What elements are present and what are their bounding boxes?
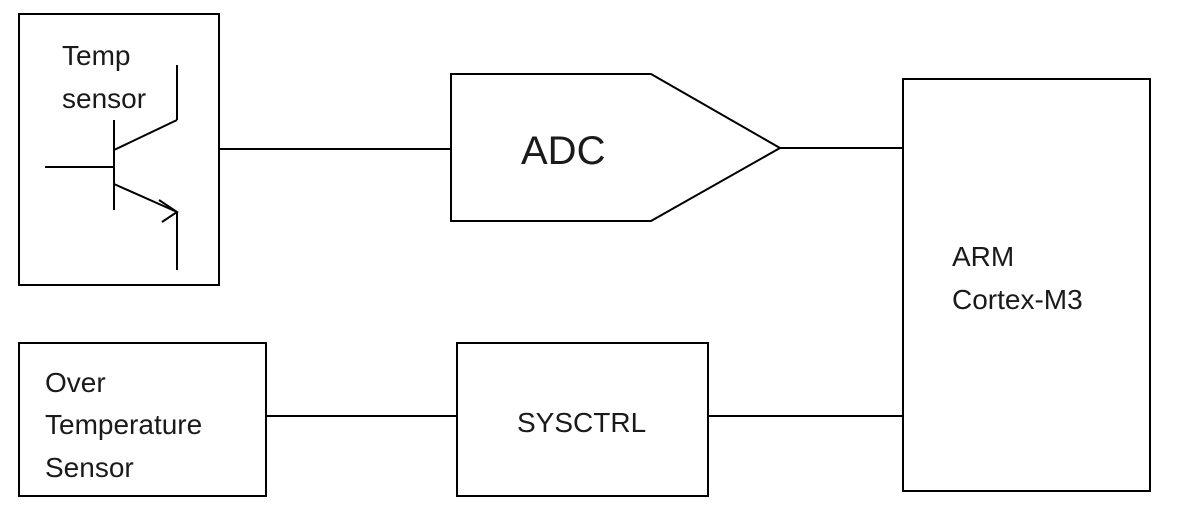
arm-cortex-box [902, 78, 1151, 492]
sysctrl-label: SYSCTRL [517, 407, 646, 438]
adc-label: ADC [521, 129, 605, 173]
over-temperature-sensor-block: Over Temperature Sensor [18, 342, 267, 497]
over-temperature-sensor-box [18, 342, 267, 497]
sysctrl-box [456, 342, 709, 497]
adc-block: ADC [450, 73, 783, 222]
over-temperature-sensor-label-line1: Over [45, 367, 106, 398]
temp-sensor-block: Temp sensor [18, 13, 220, 286]
temp-sensor-label-line1: Temp [62, 40, 130, 71]
adc-shape [450, 73, 783, 222]
arm-cortex-label-line1: ARM [952, 241, 1014, 272]
over-temperature-sensor-label-line3: Sensor [45, 452, 134, 483]
transistor-icon [45, 65, 179, 270]
arm-cortex-label-line2: Cortex-M3 [952, 284, 1083, 315]
arm-cortex-block: ARM Cortex-M3 [902, 78, 1151, 492]
over-temperature-sensor-label-line2: Temperature [45, 409, 202, 440]
sysctrl-block: SYSCTRL [456, 342, 709, 497]
temp-sensor-label-line2: sensor [62, 83, 146, 114]
temp-sensor-box [18, 13, 220, 286]
